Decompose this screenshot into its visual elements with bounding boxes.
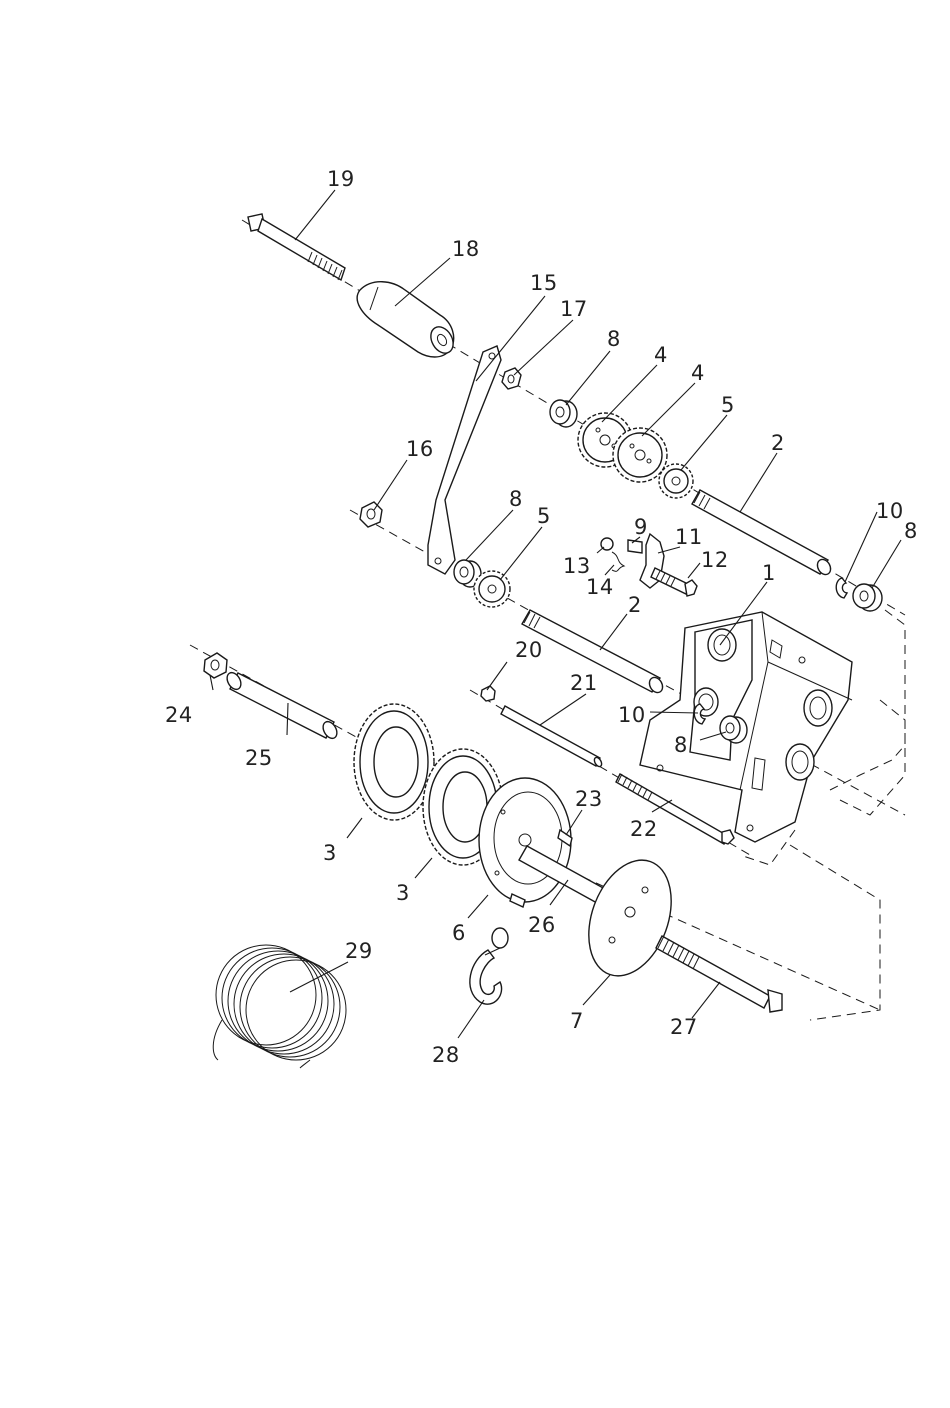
hook-28 [470,928,508,1004]
bushing-8-upper [550,400,577,427]
bolt-19 [248,214,345,280]
outer-flange-7 [574,849,686,988]
callout-25: 25 [245,746,273,770]
callout-26: 26 [528,913,556,937]
nut-16 [360,502,382,527]
callout-28: 28 [432,1043,460,1067]
ring-gear-3-a [354,704,434,820]
callout-18: 18 [452,237,480,261]
tube-25 [224,670,339,741]
nut-24 [204,653,227,678]
callout-5: 5 [537,504,551,528]
callout-9: 9 [634,515,648,539]
callout-2: 2 [771,431,785,455]
bushing-8-right [853,584,882,611]
callout-23: 23 [575,787,603,811]
callout-22: 22 [630,817,658,841]
callout-15: 15 [530,271,558,295]
callout-19: 19 [327,167,355,191]
callout-1: 1 [762,561,776,585]
leader-lines [210,190,901,1038]
callout-11: 11 [675,525,703,549]
callout-3: 3 [323,841,337,865]
callout-8: 8 [674,733,688,757]
pinion-5-upper [659,464,693,498]
callout-12: 12 [701,548,729,572]
callout-5: 5 [721,393,735,417]
callout-16: 16 [406,437,434,461]
callout-7: 7 [570,1009,584,1033]
callout-4: 4 [691,361,705,385]
callout-24: 24 [165,703,193,727]
callout-27: 27 [670,1015,698,1039]
pinion-5-middle [474,571,510,607]
callout-6: 6 [452,921,466,945]
cable-coil-29 [213,945,346,1068]
callout-17: 17 [560,297,588,321]
callout-10: 10 [876,499,904,523]
callout-8: 8 [904,519,918,543]
callout-29: 29 [345,939,373,963]
callout-20: 20 [515,638,543,662]
callout-8: 8 [607,327,621,351]
callout-3: 3 [396,881,410,905]
handle-grip-18 [357,282,457,357]
bolt-27 [656,936,782,1012]
crank-arm-15 [428,346,501,574]
callout-8: 8 [509,487,523,511]
gear-4-b [613,428,667,482]
rod-21 [501,706,603,768]
callout-10: 10 [618,703,646,727]
callout-21: 21 [570,671,598,695]
callout-4: 4 [654,343,668,367]
callout-14: 14 [586,575,614,599]
drum-flange-6 [479,778,572,907]
callout-2: 2 [628,593,642,617]
